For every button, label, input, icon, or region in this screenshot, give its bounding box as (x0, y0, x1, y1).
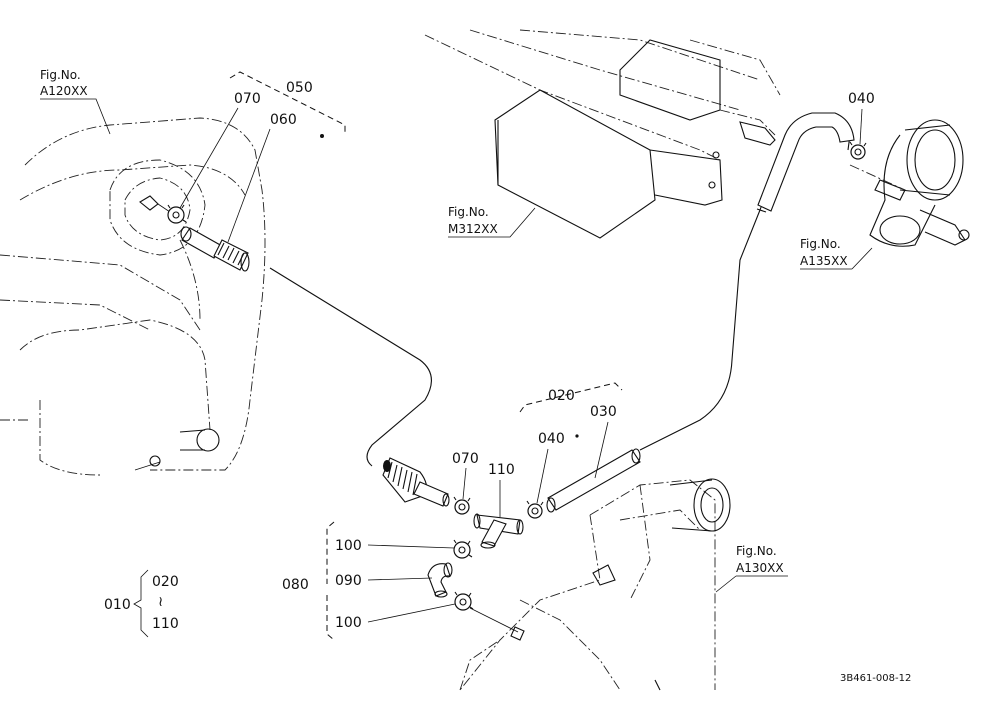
fig-ref-a120: Fig.No. A120XX (40, 68, 111, 135)
hose-line-right (639, 112, 855, 451)
range-to: 110 (152, 616, 179, 632)
callout-040-mid: 040 (538, 431, 565, 447)
callout-100-b: 100 (335, 615, 362, 631)
part-group-050 (139, 195, 250, 272)
fig-ref-a135-label: Fig.No. (800, 237, 841, 251)
hose-030 (546, 448, 641, 513)
assembly-range-010: 010 020 ≀ 110 (104, 569, 179, 638)
callout-070-mid: 070 (452, 451, 479, 467)
fig-ref-m312-code: M312XX (448, 222, 498, 236)
range-id: 010 (104, 597, 131, 613)
part-group-020 (382, 448, 641, 549)
callout-group-020: 020 040 030 070 110 (452, 382, 623, 517)
callout-110: 110 (488, 462, 515, 478)
callout-group-050: 050 070 060 (179, 71, 346, 243)
fig-ref-a130-label: Fig.No. (736, 544, 777, 558)
diagram-code: 3B461-008-12 (840, 673, 911, 684)
fig-ref-m312-label: Fig.No. (448, 205, 489, 219)
callout-group-040-top: 040 (848, 91, 875, 145)
ghost-assembly-m312 (424, 29, 781, 239)
fig-ref-a135: Fig.No. A135XX (800, 237, 873, 270)
fig-ref-a120-code: A120XX (40, 84, 88, 98)
callout-070-top: 070 (234, 91, 261, 107)
clamp-070-top (167, 204, 187, 224)
ghost-assembly-a120 (0, 117, 266, 476)
range-from: 020 (152, 574, 179, 590)
clamp-100-b (454, 591, 474, 611)
hose-line-left (269, 267, 432, 467)
fig-ref-a130: Fig.No. A130XX (715, 544, 788, 593)
clamp-040-mid (526, 500, 544, 519)
clamp-070-mid (453, 496, 471, 515)
callout-group-080: 080 100 090 100 (282, 521, 456, 641)
range-tilde: ≀ (158, 594, 163, 610)
ghost-assembly-a130 (459, 478, 731, 691)
fig-ref-a120-label: Fig.No. (40, 68, 81, 82)
hose-060 (180, 226, 250, 272)
ghost-assembly-a135 (849, 119, 970, 247)
callout-100-a: 100 (335, 538, 362, 554)
tee-110 (473, 513, 524, 549)
part-group-080 (427, 539, 525, 641)
callout-060: 060 (270, 112, 297, 128)
callout-050: 050 (286, 80, 313, 96)
clamp-100-a (453, 539, 473, 559)
clamp-040-top (849, 141, 867, 160)
fig-ref-m312: Fig.No. M312XX (448, 205, 536, 238)
callout-020: 020 (548, 388, 575, 404)
elbow-090 (427, 562, 453, 598)
fig-ref-a130-code: A130XX (736, 561, 784, 575)
callout-030: 030 (590, 404, 617, 420)
callout-040-top: 040 (848, 91, 875, 107)
fig-ref-a135-code: A135XX (800, 254, 848, 268)
callout-080: 080 (282, 577, 309, 593)
callout-090: 090 (335, 573, 362, 589)
corrugated-hose (382, 457, 450, 507)
